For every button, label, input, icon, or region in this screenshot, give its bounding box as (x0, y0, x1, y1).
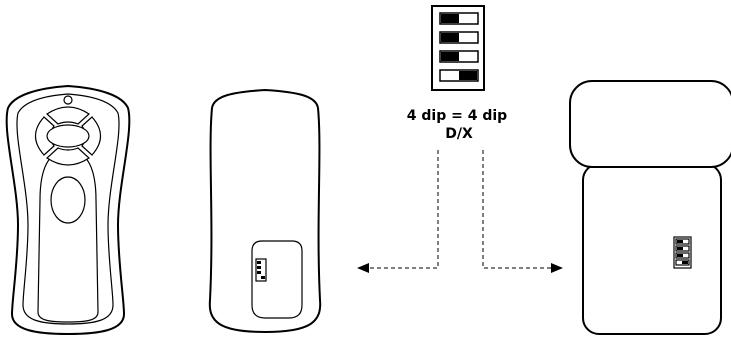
arrow-left-icon (357, 263, 369, 273)
arrow-right-icon (551, 263, 563, 273)
connector-left (357, 150, 439, 273)
center-button[interactable] (46, 124, 90, 148)
dip-switch-large[interactable] (431, 5, 485, 91)
dip-switch-toggle-3[interactable] (441, 52, 459, 61)
remote-front (5, 84, 131, 336)
dip-equation-label: 4 dip = 4 dip (407, 108, 507, 124)
receiver (569, 80, 731, 335)
dip-switch-toggle-4[interactable] (459, 71, 477, 80)
indicator-led-icon (63, 95, 73, 105)
dip-switch-toggle-2[interactable] (441, 33, 459, 42)
connector-right (482, 150, 563, 273)
large-button[interactable] (50, 176, 86, 224)
dip-switch-small-receiver[interactable] (673, 236, 692, 269)
dpad-down-button[interactable] (46, 147, 90, 166)
remote-back (208, 88, 322, 334)
model-label: D/X (445, 126, 473, 142)
dip-switch-small-remote[interactable] (255, 258, 267, 282)
dpad-up-button[interactable] (46, 106, 90, 125)
dip-switch-toggle-1[interactable] (441, 14, 459, 23)
